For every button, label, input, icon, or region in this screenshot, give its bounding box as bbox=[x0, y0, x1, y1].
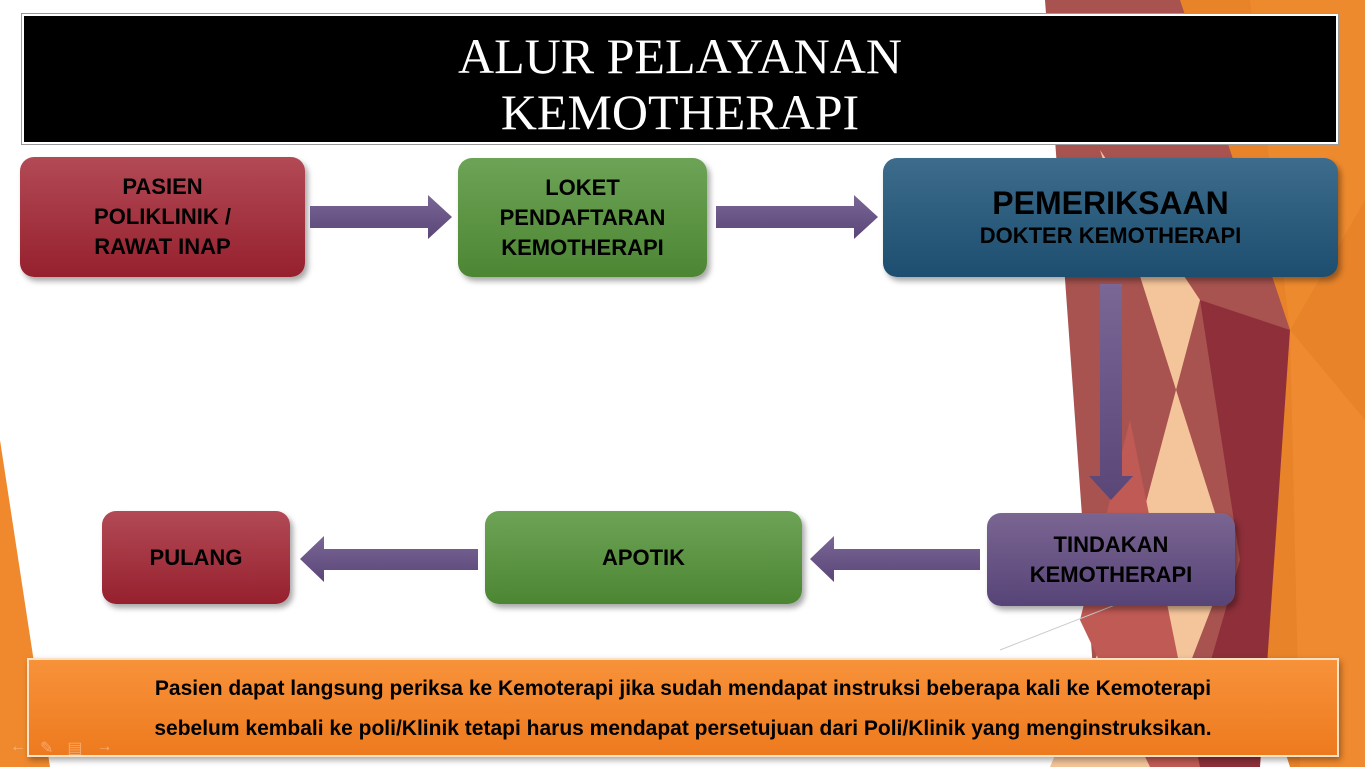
step-text: TINDAKAN bbox=[1053, 531, 1169, 557]
note-line-2: sebelum kembali ke poli/Klinik tetapi ha… bbox=[154, 717, 1212, 740]
title-line-2: KEMOTHERAPI bbox=[500, 84, 860, 140]
arrow-left-1 bbox=[810, 536, 980, 582]
step-pasien-poliklinik: PASIEN POLIKLINIK / RAWAT INAP bbox=[20, 157, 305, 277]
slide-title: ALUR PELAYANAN KEMOTHERAPI bbox=[21, 13, 1339, 145]
step-tindakan-kemotherapi: TINDAKAN KEMOTHERAPI bbox=[987, 513, 1235, 606]
menu-icon[interactable]: ▤ bbox=[67, 740, 83, 757]
step-text: KEMOTHERAPI bbox=[1029, 561, 1193, 587]
step-text: LOKET bbox=[545, 174, 620, 200]
arrow-left-2 bbox=[300, 536, 478, 582]
step-text: PEMERIKSAAN bbox=[992, 184, 1229, 221]
title-line-1: ALUR PELAYANAN bbox=[457, 28, 903, 84]
previous-icon[interactable]: ← bbox=[10, 738, 26, 755]
note-line-1: Pasien dapat langsung periksa ke Kemoter… bbox=[154, 677, 1212, 700]
step-loket-pendaftaran: LOKET PENDAFTARAN KEMOTHERAPI bbox=[458, 158, 707, 277]
step-text: PENDAFTARAN bbox=[499, 204, 666, 230]
step-apotik: APOTIK bbox=[485, 511, 802, 604]
step-pemeriksaan-dokter: PEMERIKSAAN DOKTER KEMOTHERAPI bbox=[883, 158, 1338, 277]
pen-icon[interactable]: ✎ bbox=[40, 740, 54, 757]
next-icon[interactable]: → bbox=[96, 738, 113, 755]
step-text: PASIEN bbox=[122, 174, 203, 199]
slideshow-controls[interactable]: ← ✎ ▤ → bbox=[10, 738, 113, 758]
note-box: Pasien dapat langsung periksa ke Kemoter… bbox=[27, 658, 1339, 757]
step-text: PULANG bbox=[149, 544, 243, 570]
step-pulang: PULANG bbox=[102, 511, 290, 604]
step-text: DOKTER KEMOTHERAPI bbox=[979, 222, 1242, 248]
arrow-right-1 bbox=[310, 195, 452, 239]
step-text: RAWAT INAP bbox=[94, 234, 231, 259]
arrow-right-2 bbox=[716, 195, 878, 239]
step-text: POLIKLINIK / bbox=[94, 204, 231, 229]
step-text: KEMOTHERAPI bbox=[501, 234, 664, 260]
arrow-down bbox=[1089, 284, 1133, 500]
step-text: APOTIK bbox=[601, 544, 686, 570]
